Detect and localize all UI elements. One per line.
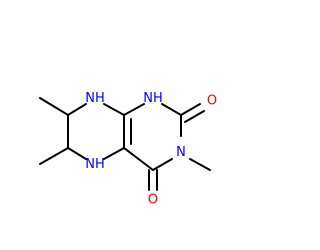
bond-c6-n5 [67, 147, 87, 160]
atom-n3-label: N [176, 145, 186, 160]
bond-c2-o2-double [184, 110, 205, 123]
atom-labels: NH NH N NH O O [85, 91, 217, 208]
bond-n3-methyl [189, 158, 211, 171]
atom-n8-label: NH [85, 91, 105, 106]
molecule-structure-diagram: NH NH N NH O O [39, 91, 217, 208]
bond-c7-n8 [67, 103, 87, 116]
bond-n3-c4 [152, 158, 173, 171]
atom-o4-label: O [148, 193, 158, 208]
atom-n5-label: NH [85, 157, 105, 172]
bond-n1-c2 [161, 103, 182, 116]
bond-c6-methyl [39, 147, 69, 165]
bonds [39, 97, 211, 191]
bond-c2-o2 [180, 103, 201, 116]
bond-n5-c4a [103, 147, 125, 160]
atom-o2-label: O [207, 94, 217, 109]
bond-c4-c4a [123, 147, 154, 171]
atom-n1-label: NH [143, 91, 163, 106]
bond-c7-methyl [39, 97, 69, 116]
bond-n8-c8a [103, 103, 125, 116]
bond-c8a-n1 [123, 103, 145, 116]
